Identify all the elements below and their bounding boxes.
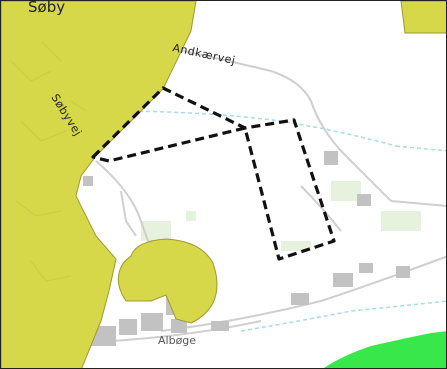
label-town-top: Søby: [28, 1, 65, 16]
vegetation-patches: [141, 181, 421, 251]
site-boundary: [91, 86, 336, 261]
green-area: [323, 331, 446, 368]
watercourses: [110, 110, 446, 332]
label-town-bottom: Albøge: [158, 334, 196, 347]
